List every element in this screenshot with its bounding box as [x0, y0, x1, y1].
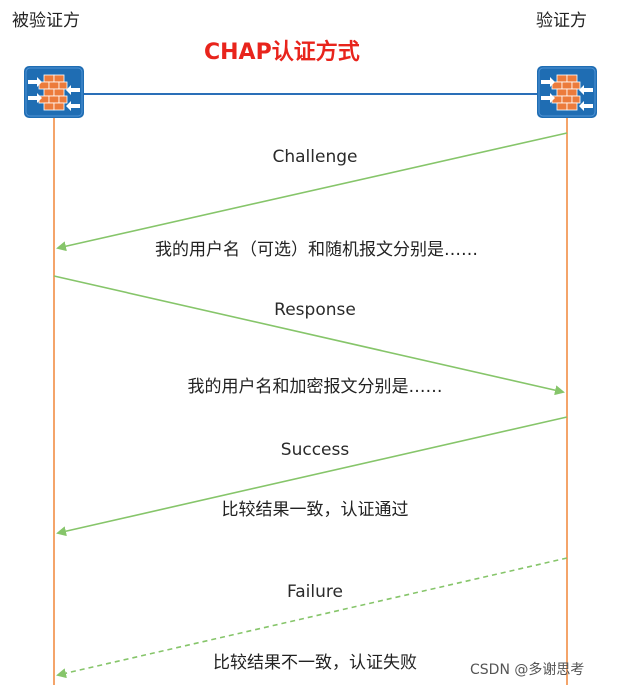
- firewall-icon: [537, 66, 597, 118]
- failure-arrow: [56, 557, 568, 679]
- right-party-label: 验证方: [536, 11, 587, 31]
- response-arrow: [53, 275, 565, 396]
- challenge-description: 我的用户名（可选）和随机报文分别是……: [155, 240, 478, 260]
- success-label: Success: [280, 440, 350, 460]
- watermark: CSDN @多谢思考: [470, 662, 585, 678]
- failure-description: 比较结果不一致，认证失败: [213, 653, 417, 673]
- left-party-label: 被验证方: [12, 11, 80, 31]
- response-label: Response: [274, 300, 356, 320]
- challenge-label: Challenge: [272, 147, 358, 167]
- diagram-title: CHAP认证方式: [204, 40, 360, 65]
- challenge-arrow: [56, 132, 568, 252]
- failure-label: Failure: [287, 582, 343, 602]
- success-arrow: [56, 416, 568, 537]
- success-description: 比较结果一致，认证通过: [221, 500, 409, 520]
- firewall-icon: [24, 66, 84, 118]
- response-description: 我的用户名和加密报文分别是……: [187, 377, 443, 397]
